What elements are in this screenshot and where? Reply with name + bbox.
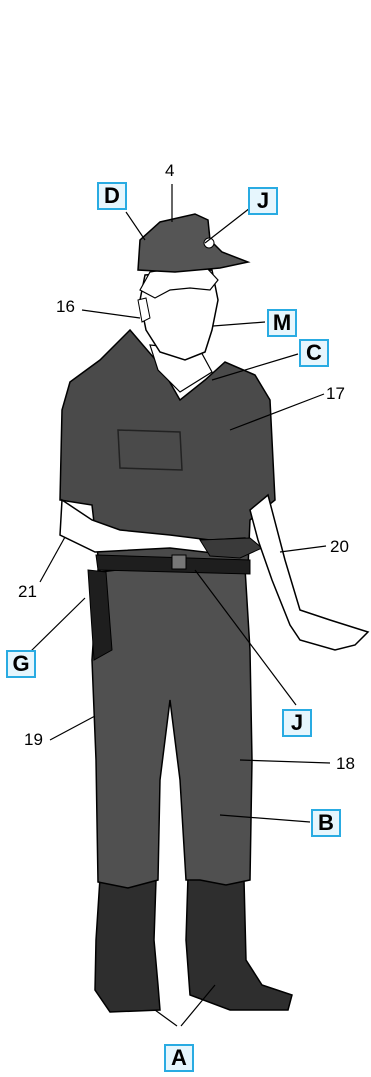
label-box-J-cap: J [248,187,278,215]
right-arm [250,495,368,650]
left-hand [200,538,262,558]
label-box-J-belt: J [282,709,312,737]
label-18: 18 [336,755,355,772]
label-box-B: B [311,809,341,837]
right-boot [186,876,292,1010]
label-box-C: C [299,339,329,367]
left-boot [95,878,160,1012]
label-19: 19 [24,731,43,748]
trousers [92,560,252,888]
boots [95,876,292,1012]
label-box-D: D [97,182,127,210]
label-21: 21 [18,583,37,600]
label-4: 4 [165,162,174,179]
label-box-G: G [6,650,36,678]
label-box-M: M [267,309,297,337]
label-16: 16 [56,298,75,315]
label-20: 20 [330,538,349,555]
label-17: 17 [326,385,345,402]
belt-buckle [172,555,186,569]
label-box-A: A [164,1044,194,1072]
